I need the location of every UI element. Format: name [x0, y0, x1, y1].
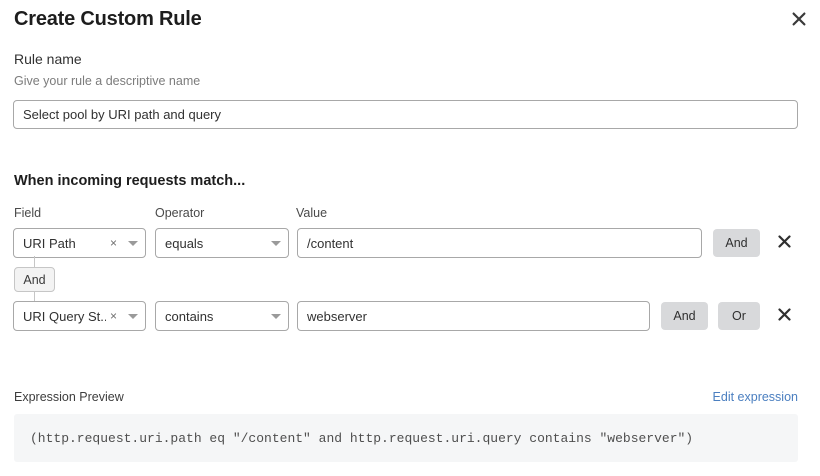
- rule-name-help-text: Give your rule a descriptive name: [14, 74, 201, 88]
- value-input-1[interactable]: [297, 228, 702, 258]
- column-header-operator: Operator: [155, 206, 205, 220]
- field-select-2[interactable]: URI Query St... ×: [13, 301, 146, 331]
- conditions-heading: When incoming requests match...: [14, 173, 246, 189]
- close-icon: [777, 235, 791, 251]
- rule-name-input[interactable]: [13, 100, 798, 129]
- delete-condition-button-1[interactable]: [773, 228, 795, 258]
- add-and-condition-button-1[interactable]: And: [713, 229, 760, 257]
- clear-icon[interactable]: ×: [109, 236, 117, 250]
- condition-row: URI Path × equals And: [0, 228, 820, 258]
- chevron-down-icon[interactable]: [121, 313, 145, 319]
- condition-connector: And: [0, 256, 200, 304]
- operator-select-2-value: contains: [165, 308, 214, 324]
- rule-name-label: Rule name: [14, 51, 82, 67]
- close-modal-button[interactable]: [786, 6, 812, 32]
- field-select-1[interactable]: URI Path ×: [13, 228, 146, 258]
- close-icon: [777, 308, 791, 324]
- close-icon: [792, 12, 806, 26]
- page-title: Create Custom Rule: [14, 8, 202, 30]
- chevron-down-icon[interactable]: [264, 240, 288, 246]
- field-select-1-value: URI Path: [23, 235, 76, 251]
- operator-select-2[interactable]: contains: [155, 301, 289, 331]
- column-header-field: Field: [14, 206, 42, 220]
- add-and-condition-button-2[interactable]: And: [661, 302, 708, 330]
- expression-preview-box: (http.request.uri.path eq "/content" and…: [14, 414, 798, 462]
- edit-expression-link[interactable]: Edit expression: [712, 390, 798, 404]
- delete-condition-button-2[interactable]: [773, 301, 795, 331]
- chevron-down-icon[interactable]: [264, 313, 288, 319]
- column-header-value: Value: [296, 206, 328, 220]
- condition-row: URI Query St... × contains And Or: [0, 301, 820, 331]
- chevron-down-icon[interactable]: [121, 240, 145, 246]
- connector-and-button[interactable]: And: [14, 267, 55, 292]
- expression-preview-label: Expression Preview: [14, 390, 124, 404]
- expression-preview-code: (http.request.uri.path eq "/content" and…: [30, 430, 694, 446]
- operator-select-1-value: equals: [165, 235, 204, 251]
- field-select-2-value: URI Query St...: [23, 308, 106, 324]
- add-or-condition-button-2[interactable]: Or: [718, 302, 760, 330]
- operator-select-1[interactable]: equals: [155, 228, 289, 258]
- value-input-2[interactable]: [297, 301, 650, 331]
- clear-icon[interactable]: ×: [109, 309, 117, 323]
